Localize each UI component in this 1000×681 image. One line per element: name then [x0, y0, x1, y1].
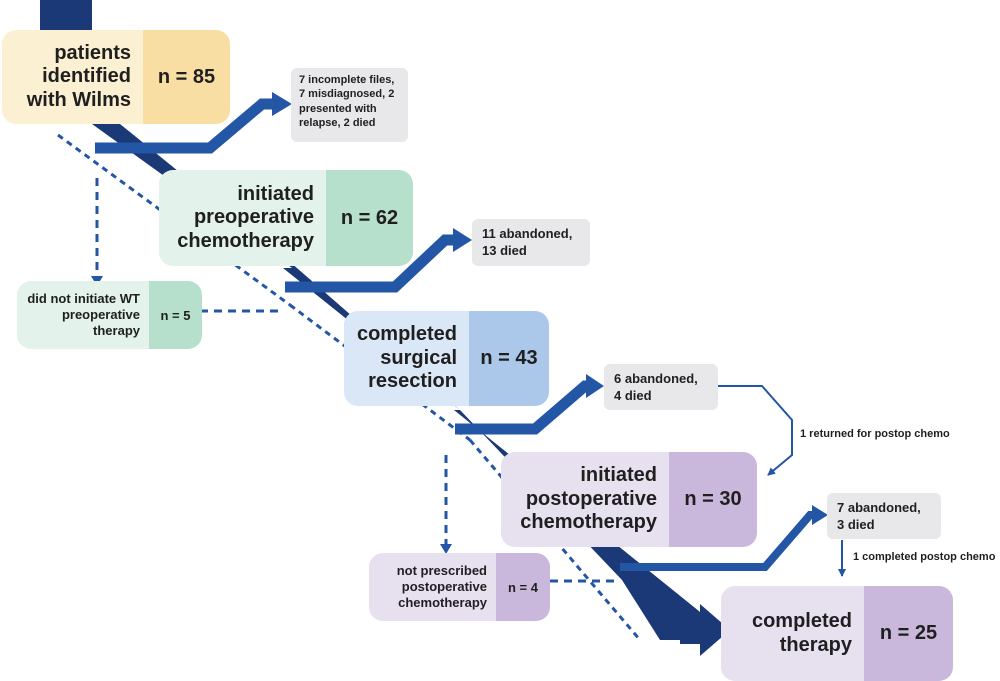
- main-flow-arrowhead: [680, 604, 730, 656]
- node-no-preop: did not initiate WT preoperative therapy…: [17, 281, 202, 349]
- node-initiated-postop: initiated postoperative chemotherapy n =…: [501, 452, 757, 547]
- dropout-flow-2: [285, 234, 457, 293]
- node-label: initiated preoperative chemotherapy: [159, 170, 326, 266]
- dropout-arrowhead-1: [272, 92, 292, 116]
- dropout-arrowhead-3: [586, 374, 604, 398]
- node-label: did not initiate WT preoperative therapy: [17, 281, 149, 349]
- exclusion-after-identified: 7 incomplete files, 7 misdiagnosed, 2 pr…: [291, 68, 408, 142]
- dropout-flow-1: [95, 98, 276, 154]
- node-label: patients identified with Wilms: [2, 30, 143, 124]
- node-surgical-resection: completed surgical resection n = 43: [344, 311, 549, 406]
- node-initiated-preop: initiated preoperative chemotherapy n = …: [159, 170, 413, 266]
- node-count: n = 43: [469, 311, 549, 406]
- node-label: completed surgical resection: [344, 311, 469, 406]
- node-count: n = 25: [864, 586, 953, 681]
- node-count: n = 85: [143, 30, 230, 124]
- node-count: n = 30: [669, 452, 757, 547]
- node-no-postop: not prescribed postoperative chemotherap…: [369, 553, 550, 621]
- node-label: not prescribed postoperative chemotherap…: [369, 553, 496, 621]
- node-patients-identified: patients identified with Wilms n = 85: [2, 30, 230, 124]
- label-completed-postop: 1 completed postop chemo: [853, 551, 996, 563]
- dropout-arrowhead-2: [453, 228, 472, 252]
- node-count: n = 5: [149, 281, 202, 349]
- node-count: n = 62: [326, 170, 413, 266]
- node-label: initiated postoperative chemotherapy: [501, 452, 669, 547]
- main-flow-top: [40, 0, 92, 32]
- dashed-arrowhead-no-postop: [440, 544, 452, 554]
- node-completed-therapy: completed therapy n = 25: [721, 586, 953, 681]
- return-loop: [718, 385, 793, 476]
- dropout-arrowhead-4: [812, 505, 828, 525]
- exclusion-after-postop: 7 abandoned, 3 died: [827, 493, 941, 539]
- main-flow-band: [40, 124, 710, 640]
- label-returned-postop: 1 returned for postop chemo: [800, 428, 950, 440]
- exclusion-after-surgery: 6 abandoned, 4 died: [604, 364, 718, 410]
- node-count: n = 4: [496, 553, 550, 621]
- node-label: completed therapy: [721, 586, 864, 681]
- exclusion-after-preop: 11 abandoned, 13 died: [472, 219, 590, 266]
